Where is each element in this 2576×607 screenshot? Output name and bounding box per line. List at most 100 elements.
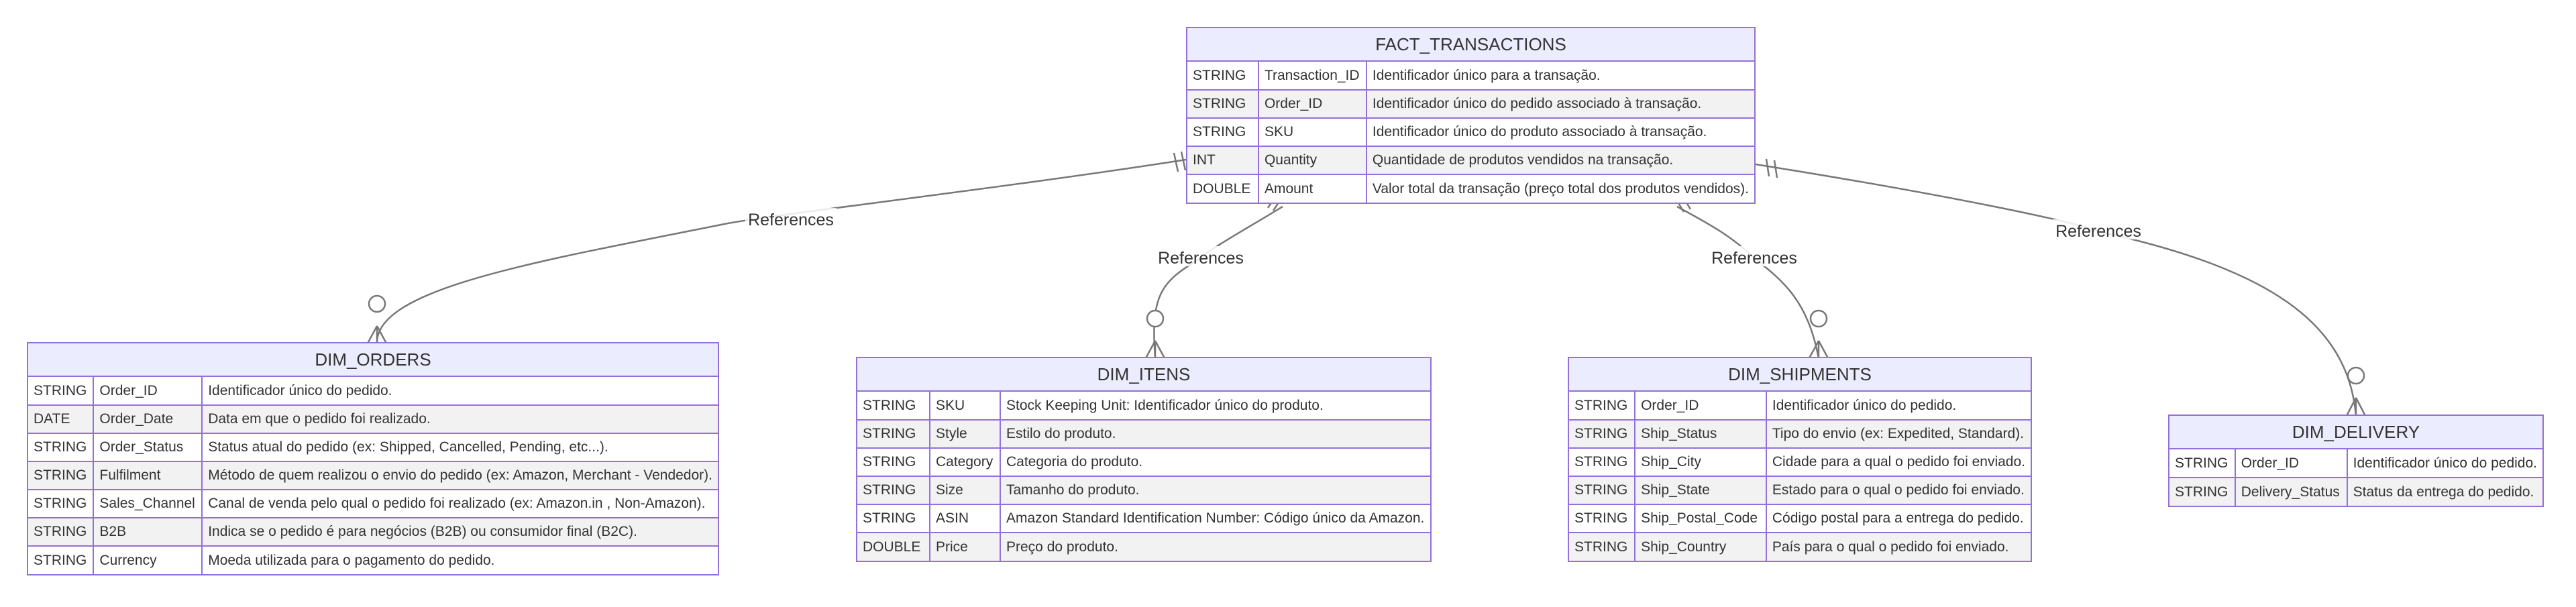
relationship-line-shipments <box>1676 205 1820 359</box>
attribute-type: STRING <box>28 433 95 462</box>
attribute-type: STRING <box>1569 392 1636 421</box>
attribute-description: Identificador único do pedido. <box>202 377 718 406</box>
attribute-description: Identificador único do produto associado… <box>1366 118 1754 147</box>
attribute-name: Ship_Status <box>1635 420 1767 449</box>
attribute-description: Moeda utilizada para o pagamento do pedi… <box>202 546 718 574</box>
zero-marker-icon <box>1146 309 1165 328</box>
entity-title: DIM_SHIPMENTS <box>1569 358 2031 392</box>
attribute-name: SKU <box>1258 118 1367 147</box>
relationship-label-bg <box>2053 219 2144 239</box>
attribute-name: Category <box>930 448 1001 477</box>
attribute-name: Size <box>930 476 1001 505</box>
attribute-type: DOUBLE <box>857 533 930 561</box>
entity-title: FACT_TRANSACTIONS <box>1187 28 1754 62</box>
one-marker-icon <box>1773 160 1778 178</box>
relationship-line-itens <box>1153 205 1283 359</box>
attribute-name: Price <box>930 533 1001 561</box>
attribute-description: Amazon Standard Identification Number: C… <box>1000 504 1430 533</box>
attribute-description: Identificador único para a transação. <box>1366 62 1754 91</box>
attribute-type: STRING <box>1187 118 1259 147</box>
relationship-label: References <box>1158 249 1244 268</box>
attribute-name: B2B <box>93 518 203 547</box>
relationship-label: References <box>2055 222 2141 241</box>
attribute-type: STRING <box>1569 420 1636 449</box>
attribute-type: STRING <box>857 476 930 505</box>
attribute-name: Order_ID <box>2235 449 2348 478</box>
attribute-description: Estado para o qual o pedido foi enviado. <box>1766 476 2031 505</box>
attribute-description: Indica se o pedido é para negócios (B2B)… <box>202 518 718 547</box>
relationship-label-bg <box>745 208 837 228</box>
attribute-description: Cidade para a qual o pedido foi enviado. <box>1766 448 2031 477</box>
entity-title: DIM_ORDERS <box>28 343 718 377</box>
attribute-name: Order_Date <box>93 405 203 434</box>
one-marker-icon <box>1173 152 1179 172</box>
attribute-description: Estilo do produto. <box>1000 420 1430 449</box>
attribute-type: STRING <box>1569 448 1636 477</box>
attribute-description: Tipo do envio (ex: Expedited, Standard). <box>1766 420 2031 449</box>
attribute-type: STRING <box>2169 449 2236 478</box>
attribute-name: Order_Status <box>93 433 203 462</box>
attribute-type: STRING <box>1569 504 1636 533</box>
attribute-type: STRING <box>857 392 930 421</box>
attribute-description: Categoria do produto. <box>1000 448 1430 477</box>
attribute-type: DOUBLE <box>1187 174 1259 203</box>
attribute-description: Stock Keeping Unit: Identificador único … <box>1000 392 1430 421</box>
crows-foot-many-icon <box>366 325 388 344</box>
attribute-description: Identificador único do pedido associado … <box>1366 90 1754 119</box>
attribute-description: Método de quem realizou o envio do pedid… <box>202 461 718 490</box>
attribute-type: STRING <box>28 546 95 574</box>
attribute-description: Valor total da transação (preço total do… <box>1366 174 1754 203</box>
attribute-name: Order_ID <box>1635 392 1767 421</box>
attribute-description: Código postal para a entrega do pedido. <box>1766 504 2031 533</box>
attribute-type: STRING <box>28 461 95 490</box>
entity-title: DIM_ITENS <box>857 358 1430 392</box>
attribute-type: STRING <box>2169 478 2236 506</box>
relationship-label: References <box>748 211 834 229</box>
attribute-name: Transaction_ID <box>1258 62 1367 91</box>
attribute-description: Identificador único do pedido. <box>1766 392 2031 421</box>
crows-foot-many-icon <box>1808 340 1829 359</box>
attribute-description: País para o qual o pedido foi enviado. <box>1766 533 2031 561</box>
attribute-type: STRING <box>28 490 95 518</box>
one-marker-icon <box>1765 158 1770 177</box>
attribute-name: Ship_State <box>1635 476 1767 505</box>
attribute-name: Order_ID <box>93 377 203 406</box>
attribute-description: Quantidade de produtos vendidos na trans… <box>1366 146 1754 175</box>
crows-foot-many-icon <box>2345 397 2367 417</box>
relationship-label-bg <box>1155 246 1246 266</box>
entity-title: DIM_DELIVERY <box>2169 416 2542 449</box>
relationship-line-orders <box>376 158 1187 344</box>
attribute-name: ASIN <box>930 504 1001 533</box>
attribute-type: STRING <box>857 420 930 449</box>
attribute-type: STRING <box>857 448 930 477</box>
one-marker-icon <box>1180 151 1187 171</box>
